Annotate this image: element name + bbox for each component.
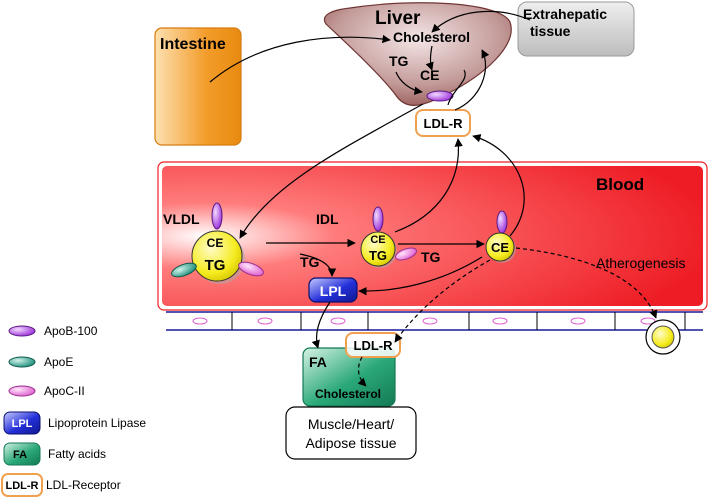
vldl-apoe-icon: [171, 262, 197, 278]
intestine-label: Intestine: [160, 36, 226, 53]
ldl-apob-100-icon: [496, 210, 508, 234]
lpl-label: LPL: [320, 283, 347, 299]
ldl-core: [485, 232, 515, 262]
legend: ApoB-100 ApoE ApoC-II LPL Lipoprotein Li…: [1, 324, 146, 497]
arrow-ldl-to-atherogenesis: [515, 247, 658, 319]
legend-item-apob-100: ApoB-100: [8, 324, 98, 338]
idl-apob-100-icon: [372, 206, 384, 232]
idl-core: [360, 231, 396, 267]
muscle-heart-adipose-box: Muscle/Heart/ Adipose tissue: [285, 406, 417, 460]
legend-label: Lipoprotein Lipase: [48, 416, 146, 430]
vldl-core: [191, 230, 243, 282]
legend-item-lpl: LPL Lipoprotein Lipase: [3, 411, 146, 435]
liver-cholesterol-label: Cholesterol: [393, 29, 470, 45]
lpl-enzyme: LPL: [308, 277, 358, 303]
idl-tg-label: TG: [369, 248, 387, 263]
legend-fa-symbol: FA: [13, 449, 27, 461]
fatty-acid-tissue-box: FA Cholesterol: [302, 347, 396, 407]
arrow-vldl-tg-to-lpl: [299, 253, 337, 277]
endothelial-nucleus: [330, 317, 346, 325]
ldl-particle: CE: [485, 210, 516, 263]
muscle-label-line2: Adipose tissue: [305, 435, 396, 451]
blood-label: Blood: [596, 175, 644, 194]
endothelial-nucleus: [257, 317, 273, 325]
foam-cell: [645, 319, 681, 355]
legend-item-apoc-ii: ApoC-II: [8, 384, 85, 398]
ldl-ce-label: CE: [491, 240, 509, 255]
arrow-ce-to-ldlr: [447, 69, 466, 106]
arrow-ldlr-to-cholesterol-muscle: [357, 356, 367, 387]
legend-label: LDL-Receptor: [46, 478, 121, 492]
arrow-ldlr-to-cholesterol: [454, 49, 490, 111]
muscle-ldl-receptor: LDL-R: [345, 332, 401, 358]
vldl-label: VLDL: [163, 211, 200, 227]
atherogenesis-label: Atherogenesis: [596, 255, 686, 271]
vldl-apoc-ii-icon: [238, 261, 264, 277]
muscle-ldlr-label: LDL-R: [354, 338, 394, 353]
extrahepatic-tissue-box: Extrahepatic tissue: [517, 1, 635, 57]
vldl-tg-label: TG: [205, 257, 226, 274]
legend-item-apoe: ApoE: [8, 355, 73, 369]
vldl-particle: VLDL CE TG: [163, 202, 264, 284]
idl-particle: IDL CE TG: [316, 206, 417, 268]
legend-ldlr-symbol: LDL-R: [6, 480, 39, 492]
muscle-label-line1: Muscle/Heart/: [308, 416, 394, 432]
arrow-idl-tg-to-lpl: [358, 256, 483, 296]
liver-shape: Liver Cholesterol TG CE: [323, 2, 512, 106]
endothelial-nucleus: [192, 317, 208, 325]
arrow-idl-to-liver-ldlr: [394, 138, 463, 233]
legend-label: ApoB-100: [44, 324, 98, 338]
vldl-ce-label: CE: [207, 236, 224, 250]
endothelial-nucleus: [570, 317, 586, 325]
arrow-tg-to-ce: [395, 71, 423, 95]
arrow-extrahepatic-to-cholesterol: [431, 10, 531, 33]
extrahepatic-label-line2: tissue: [530, 23, 571, 39]
extrahepatic-label-line1: Extrahepatic: [523, 6, 607, 22]
arrow-lpl-to-fa: [311, 301, 331, 349]
liver-tg-label: TG: [389, 53, 409, 69]
vldl-apob-100-icon: [211, 202, 223, 230]
legend-lpl-symbol: LPL: [12, 418, 33, 430]
liver-ldl-receptor: LDL-R: [415, 109, 471, 137]
idl-label: IDL: [316, 211, 339, 227]
liver-ce-label: CE: [420, 67, 439, 83]
apoe-icon: [8, 356, 36, 368]
tg-release-label-2: TG: [421, 249, 441, 265]
arrow-intestine-to-liver: [209, 34, 391, 83]
endothelial-nucleus: [640, 317, 656, 325]
legend-item-fa: FA Fatty acids: [3, 442, 106, 466]
legend-label: ApoE: [44, 355, 73, 369]
pathway-arrows: [209, 10, 658, 387]
endothelial-nucleus: [422, 317, 438, 325]
idl-apoc-ii-icon: [395, 247, 417, 261]
fa-label: FA: [309, 354, 327, 370]
endothelial-nucleus: [492, 317, 508, 325]
arrow-ldl-to-liver-ldlr: [472, 134, 525, 237]
blood-vessel: Blood: [157, 161, 708, 311]
apob-100-icon: [8, 325, 36, 337]
muscle-cholesterol-label: Cholesterol: [315, 387, 381, 401]
legend-label: ApoC-II: [44, 384, 85, 398]
endothelium: [166, 311, 703, 331]
legend-item-ldlr: LDL-R LDL-Receptor: [1, 473, 121, 497]
apoc-ii-icon: [8, 385, 36, 397]
legend-label: Fatty acids: [48, 447, 106, 461]
idl-ce-label: CE: [370, 234, 385, 246]
liver-apob-100-icon: [426, 90, 454, 102]
liver-label: Liver: [375, 8, 421, 29]
liver-ldlr-label: LDL-R: [424, 116, 464, 131]
arrow-liver-to-vldl: [239, 103, 424, 239]
arrow-cholesterol-to-ce: [425, 45, 434, 71]
intestine-box: Intestine: [154, 27, 242, 146]
